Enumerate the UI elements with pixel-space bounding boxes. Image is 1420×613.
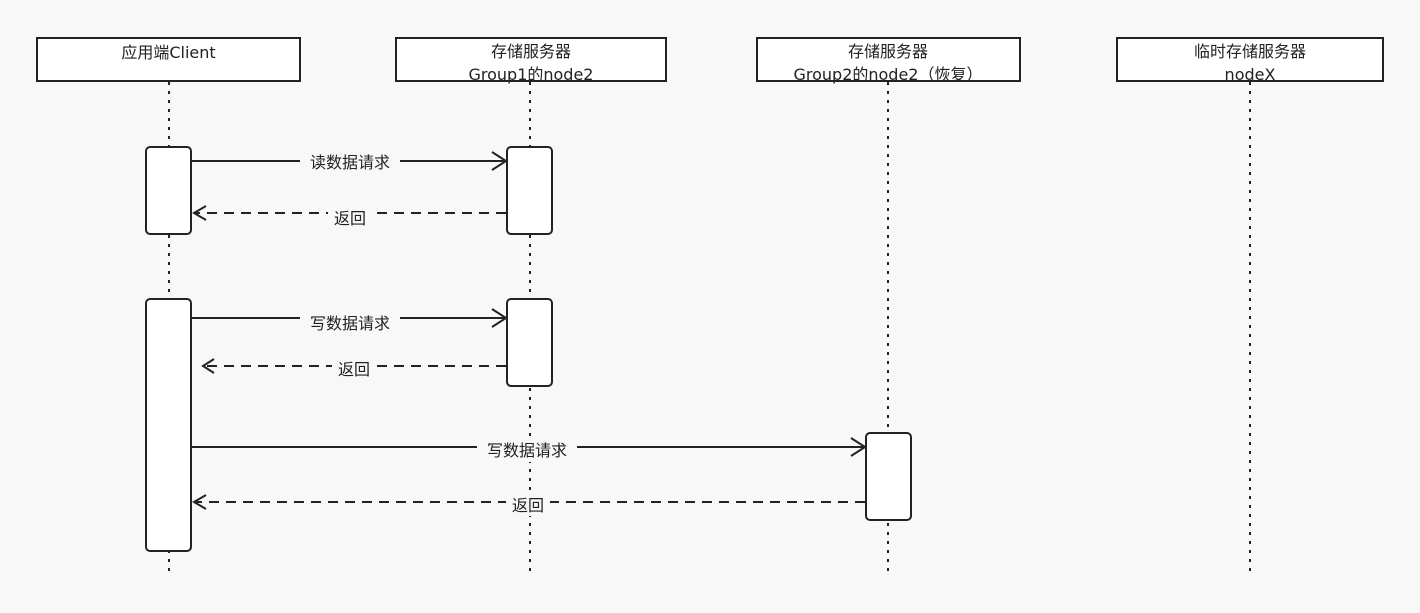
participant-group2-node2-box — [756, 37, 1021, 82]
message-write-request-2[interactable]: 写数据请求 — [191, 437, 867, 462]
activation-group1-node2-2 — [506, 298, 553, 387]
participant-group1-node2[interactable]: 存储服务器 Group1的node2 — [395, 37, 667, 84]
message-read-return[interactable]: 返回 — [192, 205, 506, 228]
message-read-request-arrowhead — [491, 151, 508, 171]
participant-group2-node2-title: 存储服务器 — [848, 42, 928, 61]
participant-group1-node2-subtitle: Group1的node2 — [468, 65, 593, 84]
message-write-return-1-arrowhead — [201, 358, 215, 374]
message-write-return-1[interactable]: 返回 — [201, 358, 506, 380]
participant-client[interactable]: 应用端Client — [36, 37, 301, 82]
participant-client-label: 应用端Client — [121, 43, 215, 62]
participant-group1-node2-title: 存储服务器 — [491, 42, 571, 61]
message-write-return-2[interactable]: 返回 — [192, 494, 865, 516]
message-write-request-1-label-bg — [300, 312, 400, 334]
message-write-request-2-label-bg — [477, 440, 577, 462]
message-write-request-1-label: 写数据请求 — [310, 314, 390, 333]
message-read-return-label-bg — [328, 206, 372, 226]
message-write-request-1-arrowhead — [491, 308, 508, 328]
activation-group2-node2-1 — [865, 432, 912, 521]
message-read-return-arrowhead — [192, 205, 207, 221]
activation-client-1 — [145, 146, 192, 235]
participant-nodex-title: 临时存储服务器 — [1194, 42, 1306, 61]
participant-nodex[interactable]: 临时存储服务器 nodeX — [1116, 37, 1384, 84]
activation-client-2 — [145, 298, 192, 552]
message-read-return-label: 返回 — [334, 209, 366, 228]
message-write-return-2-arrowhead — [192, 494, 207, 510]
message-write-request-2-label: 写数据请求 — [487, 441, 567, 460]
message-write-request-2-arrowhead — [850, 437, 867, 457]
message-write-return-2-label: 返回 — [512, 496, 544, 515]
message-write-return-1-label-bg — [332, 358, 376, 380]
message-write-return-2-label-bg — [506, 494, 550, 516]
activation-group1-node2-1 — [506, 146, 553, 235]
participant-nodex-subtitle: nodeX — [1225, 65, 1276, 84]
message-write-request-1[interactable]: 写数据请求 — [191, 308, 508, 334]
message-write-return-1-label: 返回 — [338, 360, 370, 379]
participant-nodex-box — [1116, 37, 1384, 82]
participant-group2-node2-subtitle: Group2的node2（恢复） — [793, 65, 982, 84]
message-read-request-label: 读数据请求 — [310, 153, 390, 172]
message-read-request[interactable]: 读数据请求 — [191, 151, 508, 172]
participant-group1-node2-box — [395, 37, 667, 82]
participant-group2-node2[interactable]: 存储服务器 Group2的node2（恢复） — [756, 37, 1021, 84]
message-read-request-label-bg — [300, 152, 400, 172]
participant-client-box — [36, 37, 301, 82]
